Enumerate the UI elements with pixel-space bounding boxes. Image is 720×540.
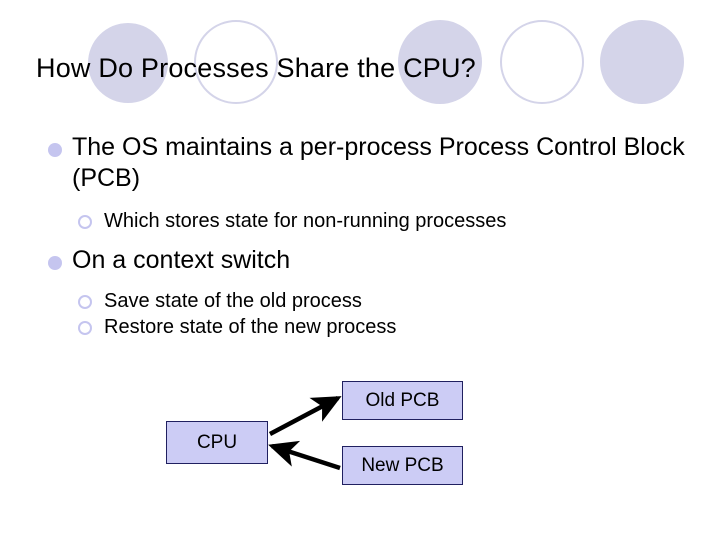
bullet-dot-icon xyxy=(48,143,62,157)
bullet-ring-icon xyxy=(78,295,92,309)
diagram-node-new-pcb-label: New PCB xyxy=(361,454,444,476)
bullet-list: The OS maintains a per-process Process C… xyxy=(0,132,720,340)
bullet-level2-label: Which stores state for non-running proce… xyxy=(104,210,507,232)
arrow-new-pcb-to-cpu xyxy=(268,440,341,471)
diagram-node-old-pcb-label: Old PCB xyxy=(365,389,440,411)
bullet-level1-item: On a context switch xyxy=(0,245,720,276)
bullet-level2-item: Save state of the old process xyxy=(0,288,720,314)
bullet-level2-item: Restore state of the new process xyxy=(0,314,720,340)
diagram-node-new-pcb[interactable]: New PCB xyxy=(342,446,463,485)
bullet-ring-icon xyxy=(78,321,92,335)
bullet-level1-label: On a context switch xyxy=(72,246,291,274)
bullet-ring-icon xyxy=(78,215,92,229)
slide-title: How Do Processes Share the CPU? xyxy=(36,53,476,83)
diagram-node-old-pcb[interactable]: Old PCB xyxy=(342,381,463,420)
bullet-dot-icon xyxy=(48,256,62,270)
bullet-level1-label: The OS maintains a per-process Process C… xyxy=(72,133,685,192)
arrow-cpu-to-old-pcb xyxy=(268,396,342,436)
bullet-level1-item: The OS maintains a per-process Process C… xyxy=(0,132,720,194)
bullet-level2-item: Which stores state for non-running proce… xyxy=(0,208,720,234)
bullet-level2-label: Save state of the old process xyxy=(104,290,362,312)
diagram-node-cpu-label: CPU xyxy=(196,431,238,453)
diagram-node-cpu[interactable]: CPU xyxy=(166,421,268,464)
bullet-level2-label: Restore state of the new process xyxy=(104,316,397,338)
